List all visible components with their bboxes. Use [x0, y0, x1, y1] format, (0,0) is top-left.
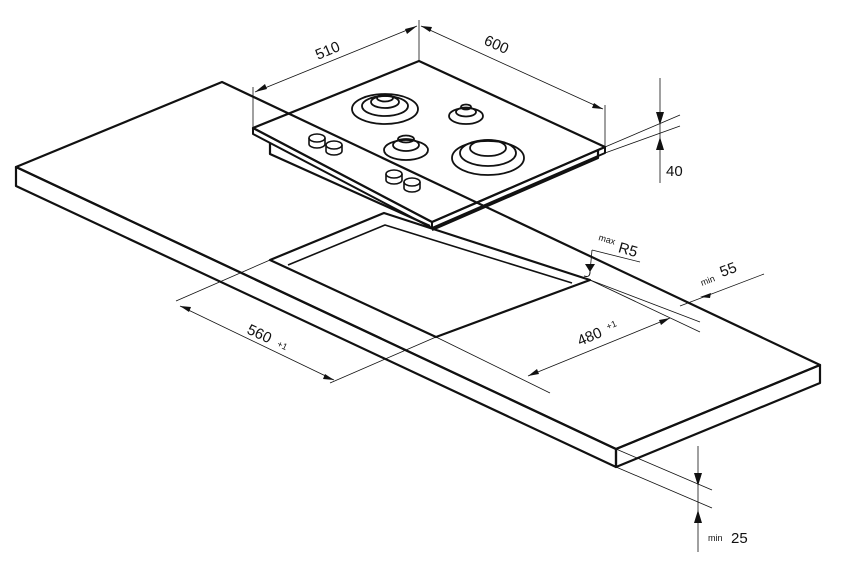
burner-front-center — [383, 134, 429, 161]
burner-back-right — [448, 103, 484, 125]
label-560-value: 560 — [244, 321, 274, 347]
label-r5-prefix: max — [597, 232, 617, 246]
knob-left-2 — [325, 140, 343, 156]
burner-front-right — [451, 139, 525, 176]
worktop — [14, 80, 822, 469]
label-40: 40 — [666, 163, 683, 180]
dim-480-line — [527, 317, 671, 377]
label-min-25-value: 25 — [731, 530, 748, 547]
label-r5: max R5 — [597, 232, 639, 261]
knob-left-1 — [308, 133, 326, 149]
label-560-tolerance: +1 — [275, 339, 289, 352]
dim-55-line — [679, 273, 765, 307]
dim-510-line — [254, 25, 418, 93]
label-560: 560 +1 — [244, 321, 289, 352]
burner-back-left — [351, 93, 419, 125]
label-480-tolerance: +1 — [605, 318, 618, 331]
cutout-corner-radius-mark — [583, 271, 591, 277]
worktop-top-surface — [14, 80, 822, 451]
dim-600-line — [420, 25, 604, 110]
hob — [251, 59, 607, 232]
hob-body-side — [431, 150, 600, 232]
label-min-55: min 55 — [699, 259, 740, 288]
knob-front-2 — [403, 177, 421, 193]
dimension-lines — [175, 20, 765, 552]
label-min-55-value: 55 — [718, 259, 740, 281]
dim-560-line — [179, 305, 335, 381]
worktop-side-edge — [614, 363, 822, 469]
dimension-arrowheads — [180, 26, 711, 523]
label-510: 510 — [313, 38, 343, 63]
hob-glass-top — [251, 59, 607, 224]
label-600: 600 — [481, 32, 511, 58]
label-min-25-prefix: min — [708, 533, 723, 543]
hob-body — [268, 143, 431, 228]
knob-front-1 — [385, 169, 403, 185]
cutout-opening — [268, 211, 592, 339]
label-r5-value: R5 — [616, 239, 639, 261]
label-480: 480 +1 — [575, 318, 618, 349]
cutout — [268, 211, 592, 339]
label-480-value: 480 — [575, 324, 605, 349]
cutout-inner-wall — [287, 224, 573, 284]
label-min-55-prefix: min — [699, 273, 716, 288]
hob-side-edge — [431, 146, 606, 229]
worktop-front-edge — [14, 165, 618, 469]
